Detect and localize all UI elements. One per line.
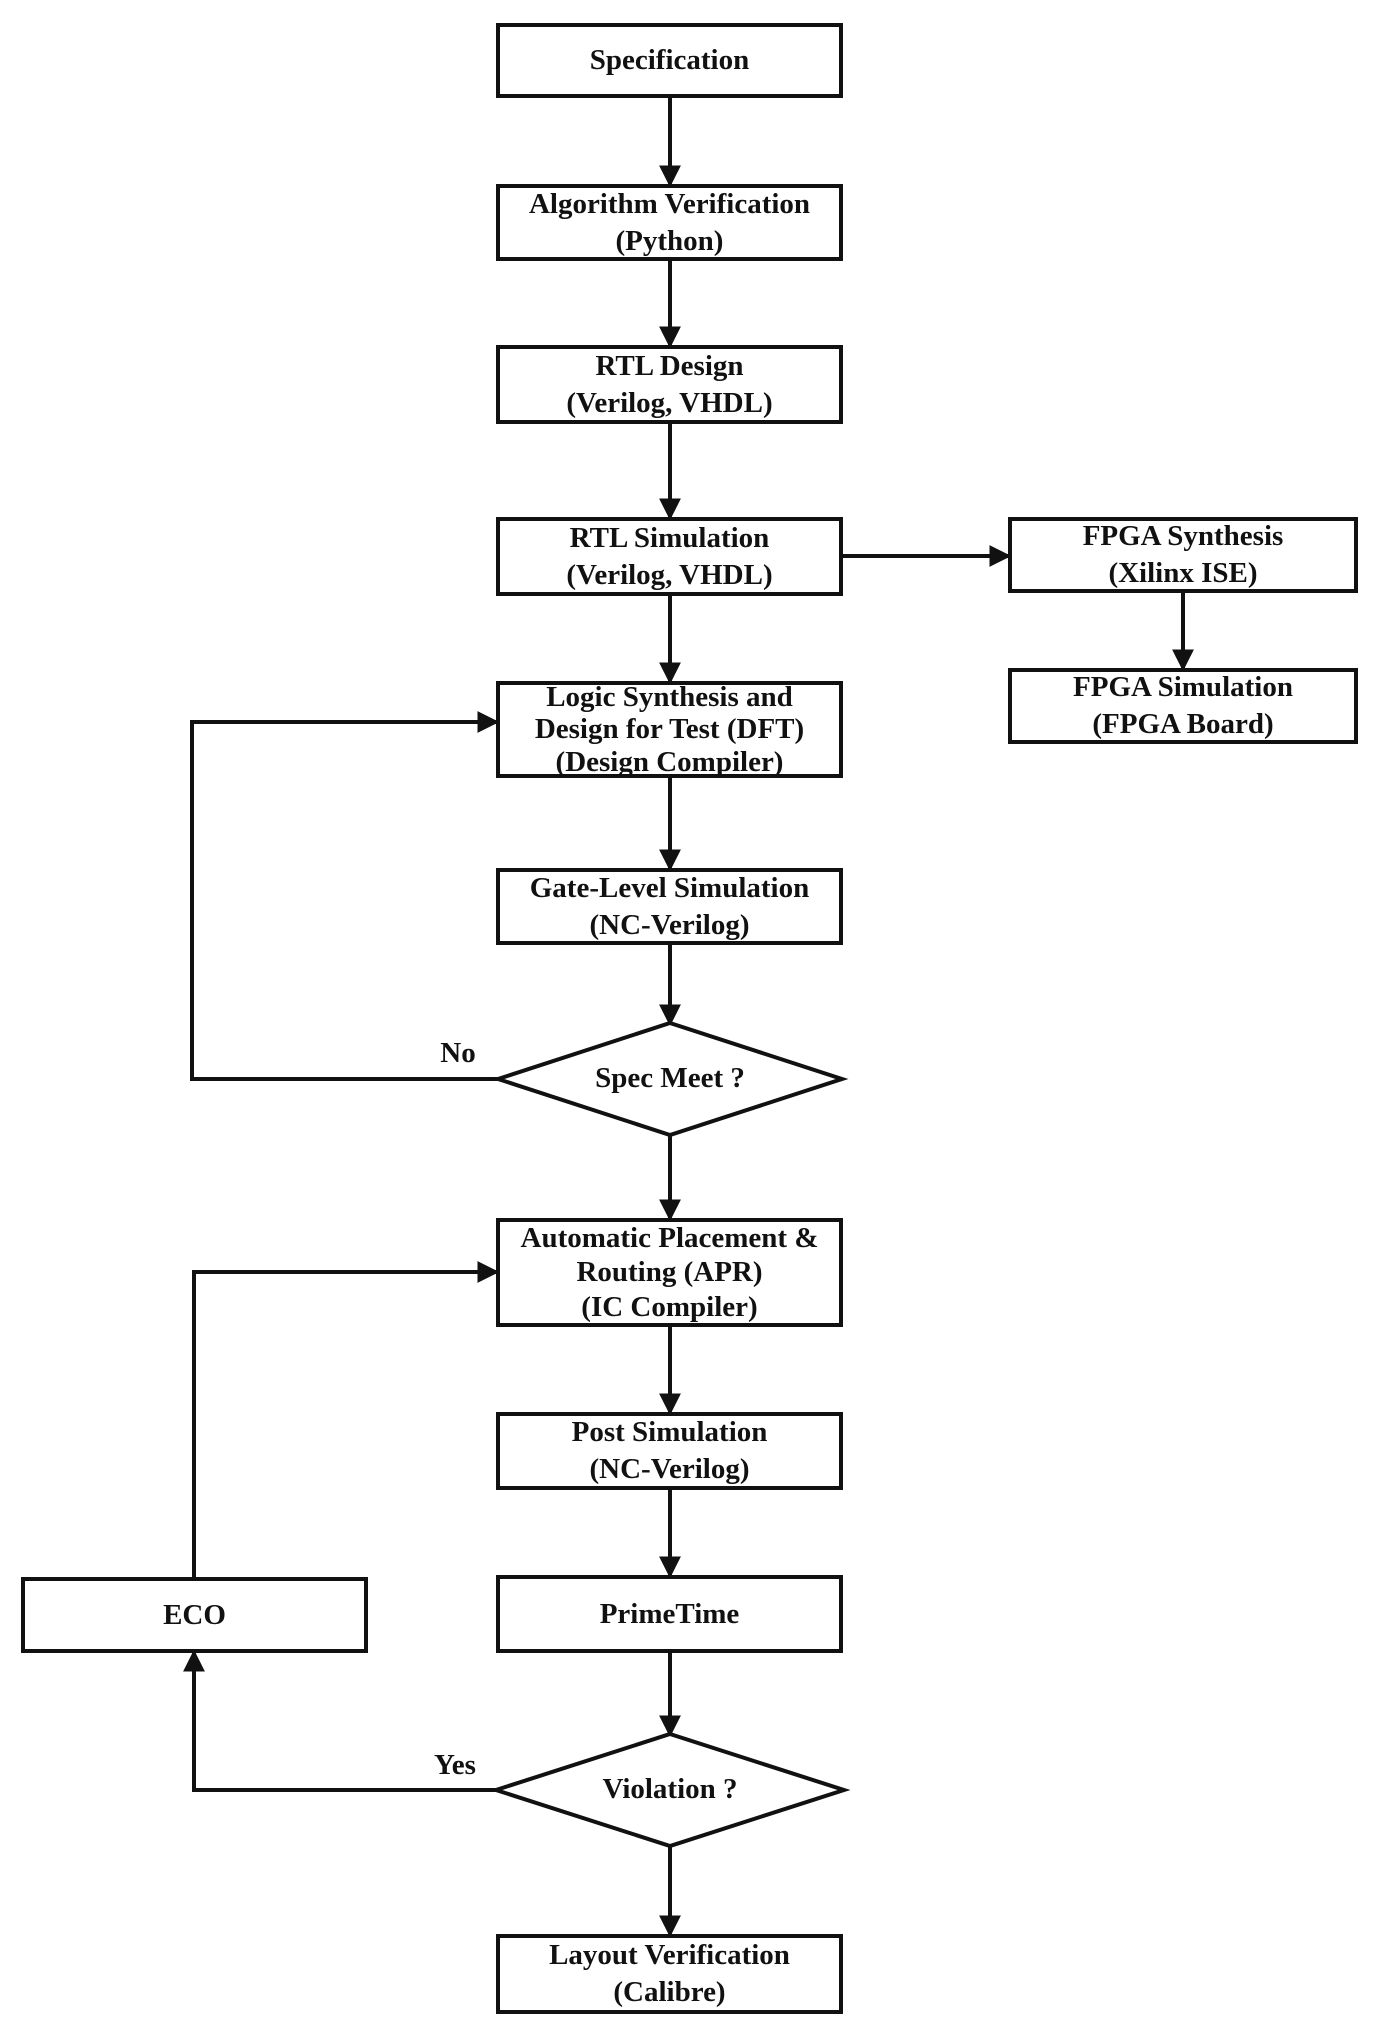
node-fpga-simulation-line2: (FPGA Board): [1092, 708, 1274, 740]
node-specification: Specification: [496, 23, 843, 98]
node-eco: ECO: [21, 1577, 368, 1653]
node-gate-level-simulation: Gate-Level Simulation (NC-Verilog): [496, 868, 843, 945]
diamond-violation: [489, 1731, 851, 1849]
node-logic-synthesis-line1: Logic Synthesis and: [546, 680, 793, 713]
node-rtl-design-line2: (Verilog, VHDL): [566, 386, 773, 419]
edge-label-no: No: [440, 1037, 476, 1070]
node-rtl-design-line1: RTL Design: [595, 349, 744, 382]
node-logic-synthesis-line2: Design for Test (DFT): [534, 713, 805, 746]
node-rtl-simulation-line1: RTL Simulation: [569, 521, 770, 554]
node-fpga-synthesis-line2: (Xilinx ISE): [1108, 557, 1258, 589]
diamond-violation-label: Violation ?: [602, 1773, 738, 1806]
edge-eco-to-apr-feedback: [192, 1261, 500, 1577]
node-gate-level-simulation-line2: (NC-Verilog): [589, 908, 750, 941]
node-fpga-simulation: FPGA Simulation (FPGA Board): [1008, 668, 1358, 744]
node-logic-synthesis-line3: (Design Compiler): [555, 745, 784, 778]
node-apr-line2: Routing (APR): [576, 1256, 763, 1289]
node-fpga-simulation-line1: FPGA Simulation: [1073, 671, 1293, 704]
node-post-simulation: Post Simulation (NC-Verilog): [496, 1412, 843, 1490]
node-layout-verification: Layout Verification (Calibre): [496, 1934, 843, 2014]
node-apr-line1: Automatic Placement &: [520, 1222, 819, 1255]
diamond-spec-meet: [491, 1020, 849, 1138]
node-post-simulation-line2: (NC-Verilog): [589, 1453, 750, 1485]
node-primetime: PrimeTime: [496, 1575, 843, 1653]
node-rtl-simulation: RTL Simulation (Verilog, VHDL): [496, 517, 843, 596]
node-post-simulation-line1: Post Simulation: [571, 1416, 768, 1449]
node-algorithm-verification: Algorithm Verification (Python): [496, 184, 843, 261]
diamond-spec-meet-label: Spec Meet ?: [595, 1062, 745, 1095]
node-apr-line3: (IC Compiler): [581, 1290, 758, 1323]
node-rtl-design: RTL Design (Verilog, VHDL): [496, 345, 843, 424]
node-logic-synthesis-dft: Logic Synthesis and Design for Test (DFT…: [496, 681, 843, 778]
edge-label-yes: Yes: [434, 1749, 476, 1782]
node-fpga-synthesis: FPGA Synthesis (Xilinx ISE): [1008, 517, 1358, 593]
edge-violation-yes-to-eco: [183, 1649, 496, 1792]
edge-spec-meet-no-feedback: [190, 711, 500, 1081]
node-fpga-synthesis-line1: FPGA Synthesis: [1082, 520, 1284, 553]
node-algorithm-verification-line2: (Python): [615, 224, 724, 257]
node-primetime-label: PrimeTime: [599, 1597, 740, 1630]
node-eco-label: ECO: [163, 1598, 226, 1631]
node-rtl-simulation-line2: (Verilog, VHDL): [566, 558, 773, 591]
node-algorithm-verification-line1: Algorithm Verification: [528, 187, 811, 220]
node-apr: Automatic Placement & Routing (APR) (IC …: [496, 1218, 843, 1327]
node-gate-level-simulation-line1: Gate-Level Simulation: [529, 871, 810, 904]
node-specification-label: Specification: [589, 44, 750, 77]
node-layout-verification-line2: (Calibre): [613, 1976, 726, 2008]
node-layout-verification-line1: Layout Verification: [549, 1939, 790, 1972]
